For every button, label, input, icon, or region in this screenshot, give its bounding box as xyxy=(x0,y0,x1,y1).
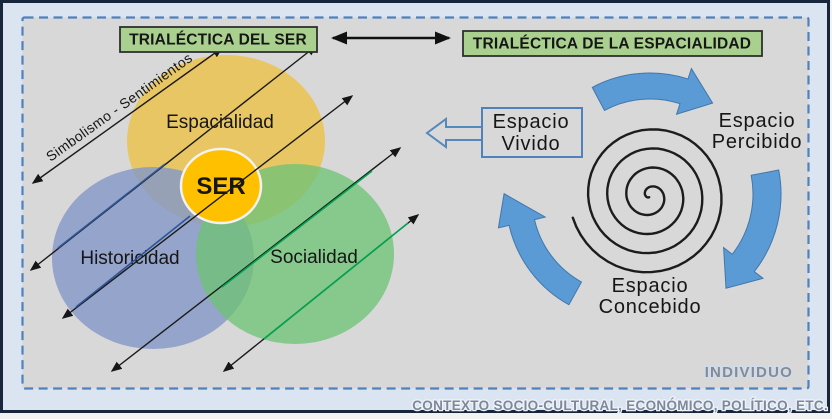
rotation-arrow-right xyxy=(723,169,782,289)
rotation-arrow-left xyxy=(497,192,583,306)
historicity-line-segment-1 xyxy=(57,163,166,249)
label-espacio-concebido-1: Espacio xyxy=(612,275,689,297)
label-contexto: CONTEXTO SOCIO-CULTURAL, ECONÓMICO, POLÍ… xyxy=(412,398,828,413)
spiral-icon xyxy=(571,128,723,274)
label-espacio-vivido-2: Vivido xyxy=(502,133,561,155)
label-socialidad: Socialidad xyxy=(270,247,358,268)
label-espacialidad: Espacialidad xyxy=(166,112,274,133)
rotation-arrow-top xyxy=(591,67,714,115)
label-espacio-percibido-2: Percibido xyxy=(712,131,803,153)
label-individuo: INDIVIDUO xyxy=(705,364,793,381)
label-espacio-percibido-1: Espacio xyxy=(719,110,796,132)
rotation-arrows-icon xyxy=(497,67,782,306)
espacio-vivido-box xyxy=(481,107,583,158)
header-trialectica-del-ser: TRIALÉCTICA DEL SER xyxy=(129,32,307,49)
header-box-trialectica-del-ser xyxy=(119,26,318,53)
header-box-trialectica-espacialidad xyxy=(462,30,763,57)
sociality-line-segment-1 xyxy=(221,170,373,288)
historicity-line-segment-2 xyxy=(75,215,191,308)
header-trialectica-espacialidad: TRIALÉCTICA DE LA ESPACIALIDAD xyxy=(473,36,751,53)
sociality-line-segment-2 xyxy=(263,222,409,340)
label-espacio-vivido-1: Espacio xyxy=(493,111,570,133)
label-espacio-concebido-2: Concebido xyxy=(599,296,702,318)
